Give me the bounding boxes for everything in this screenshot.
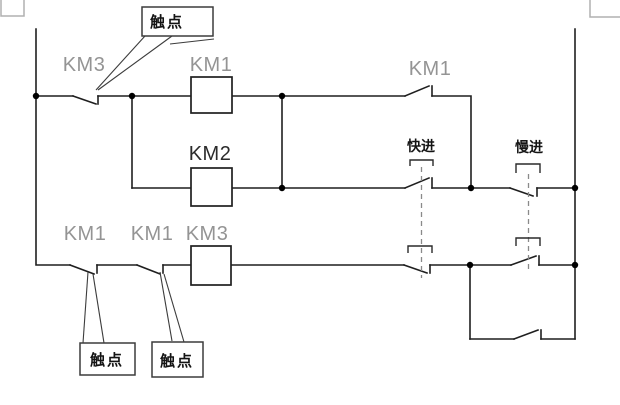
fast-forward-label: 快进 [407,138,435,154]
km1-top-coil-label: KM1 [190,54,233,76]
callout-top-label: 触点 [150,13,184,31]
km1-bottom-contact2-label: KM1 [131,223,174,245]
frame-corner-top-right [589,0,620,18]
slow-forward-label: 慢进 [515,139,543,155]
fast-forward-limit-switch-symbol [407,159,434,278]
km1-no-contact-row3-left [68,263,98,276]
callout-bottom-left-label: 触点 [90,351,124,369]
km1-no-contact-row3-mid [135,263,164,276]
km1-coil [190,76,233,114]
slow-forward-contact-row2 [508,186,538,198]
fast-forward-contact-row2 [403,176,433,190]
slow-forward-limit-switch-symbol [515,163,541,272]
junction-dots [32,92,579,269]
km3-bottom-coil-label: KM3 [186,223,229,245]
left-bus-wire [35,28,71,266]
callout-bottom-left: 触点 [79,271,136,376]
circuit-wires [35,28,576,340]
leader-line [95,35,146,91]
km1-bottom-contact1-label: KM1 [64,223,107,245]
leader-line [97,35,173,91]
km2-coil-label: KM2 [189,143,232,165]
leader-underline-mark [169,38,215,45]
callout-bottom-mid-label: 触点 [160,352,194,370]
leader-line [82,271,89,344]
leader-line [92,273,105,344]
km3-coil [190,245,232,286]
callout-box [79,342,136,376]
callout-bottom-mid: 触点 [151,271,204,378]
callout-box [141,6,214,37]
fast-forward-contact-row3 [402,263,431,275]
callout-box [151,341,204,378]
km1-no-contact-row1 [403,84,433,98]
km3-no-contact-row1 [71,94,99,106]
no-contact-row4 [512,328,542,341]
slow-forward-contact-row3 [509,254,540,267]
leader-line [163,273,185,343]
leader-line [159,271,173,342]
callout-top: 触点 [95,6,215,91]
km2-coil [190,167,233,207]
frame-corner-top-left [0,0,25,17]
km1-right-contact-label: KM1 [409,58,452,80]
km3-top-contact-label: KM3 [63,54,106,76]
